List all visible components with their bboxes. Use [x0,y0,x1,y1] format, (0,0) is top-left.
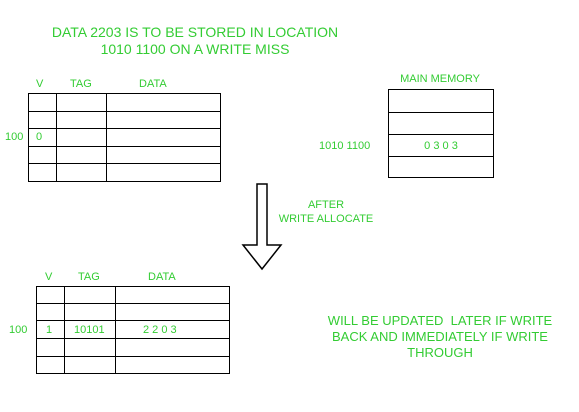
transition-line-2: WRITE ALLOCATE [278,213,374,225]
cache-before-divider [56,93,57,182]
main-memory-title: MAIN MEMORY [400,73,480,85]
cache-after-row-line [36,356,230,357]
cache-after-divider [115,286,116,374]
note-line-1: WILL BE UPDATED LATER IF WRITE [327,313,553,328]
main-memory-row-line [388,134,494,135]
cache-before-row-line [28,111,221,112]
note-line-2: BACK AND IMMEDIATELY IF WRITE [332,329,548,344]
cache-after-row-line [36,338,230,339]
cache-after-tag: 10101 [74,324,105,336]
cache-after-data: 2 2 0 3 [143,324,177,336]
down-arrow-icon [241,183,283,271]
diagram-title: DATA 2203 IS TO BE STORED IN LOCATION 10… [0,24,390,58]
cache-after-header-v: V [45,271,53,283]
main-memory-row-line [388,112,494,113]
cache-before-row-line [28,128,221,129]
cache-after-header-data: DATA [148,271,176,283]
cache-after-row-index: 100 [9,324,28,336]
cache-after-divider [64,286,65,374]
main-memory-address: 1010 1100 [319,140,371,152]
cache-before-valid-bit: 0 [36,131,43,143]
transition-line-1: AFTER [307,199,345,211]
write-policy-note: WILL BE UPDATED LATER IF WRITE BACK AND … [308,313,572,361]
cache-before-row-line [28,163,221,164]
cache-before-row-line [28,146,221,147]
main-memory-value: 0 3 0 3 [424,140,458,152]
cache-before-row-index: 100 [5,131,24,143]
cache-after-header-tag: TAG [78,271,100,283]
cache-before-header-v: V [36,78,44,90]
main-memory-grid [388,89,494,178]
main-memory-row-line [388,156,494,157]
cache-before-divider [106,93,107,182]
cache-before-grid [28,93,221,182]
cache-before-header-data: DATA [139,78,167,90]
note-line-3: THROUGH [407,345,473,360]
title-line-2: 1010 1100 ON A WRITE MISS [100,41,290,57]
transition-label: AFTER WRITE ALLOCATE [266,198,386,226]
title-line-1: DATA 2203 IS TO BE STORED IN LOCATION [51,24,339,40]
cache-after-row-line [36,303,230,304]
cache-after-grid [36,286,230,374]
cache-after-row-line [36,320,230,321]
cache-after-valid-bit: 1 [46,324,53,336]
cache-before-header-tag: TAG [70,78,92,90]
